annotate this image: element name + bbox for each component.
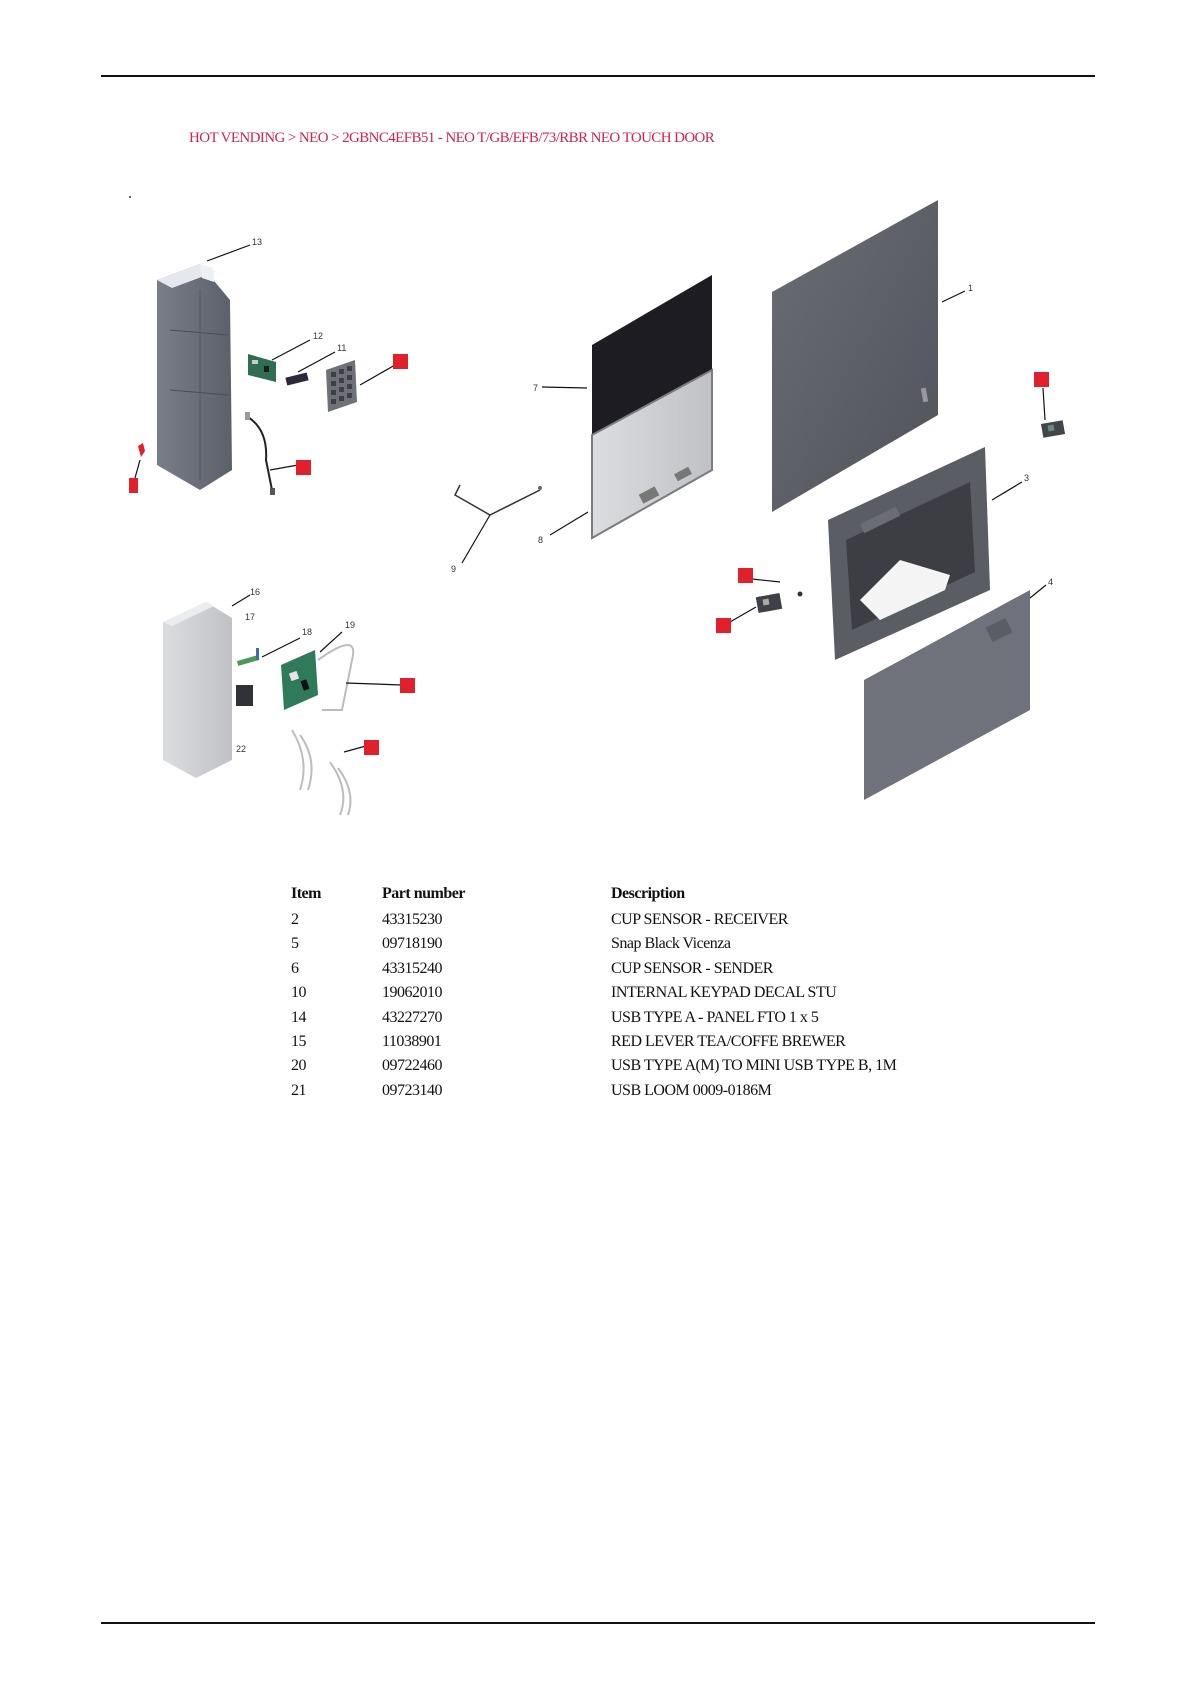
- callout-17: 17: [245, 612, 255, 622]
- part-9-wire: [454, 484, 541, 516]
- cell-description: Snap Black Vicenza: [611, 935, 731, 953]
- callout-marker: [1034, 372, 1049, 387]
- callout-19: 19: [345, 620, 355, 630]
- cell-item: 14: [291, 1008, 307, 1026]
- part-18-main-board: [281, 650, 318, 710]
- part-11-connector: [285, 372, 309, 386]
- callout-marker: [716, 618, 731, 633]
- callout-8: 8: [538, 535, 543, 545]
- part-5-snap: [797, 591, 803, 597]
- cell-description: CUP SENSOR - RECEIVER: [611, 911, 788, 928]
- part-21-usb-loom: [329, 745, 367, 816]
- cell-item: 10: [291, 984, 307, 1002]
- callout-4: 4: [1048, 577, 1053, 587]
- header-item: Item: [291, 885, 321, 902]
- cell-item: 6: [291, 959, 299, 977]
- callout-marker: [129, 478, 138, 493]
- footer-rule: [101, 1622, 1095, 1624]
- cell-item: 20: [291, 1057, 307, 1075]
- part-3-housing: [828, 447, 990, 660]
- callout-7: 7: [533, 383, 538, 393]
- cell-part-number: 11038901: [382, 1032, 442, 1050]
- part-14-usb-cable: [247, 416, 273, 491]
- callout-marker: [738, 568, 753, 583]
- cell-part-number: 09718190: [382, 935, 443, 953]
- cell-description: USB TYPE A - PANEL FTO 1 x 5: [611, 1008, 819, 1026]
- part-6-sensor-sender: [755, 593, 783, 613]
- part-8-frame: [591, 368, 713, 540]
- part-4-lower-panel: [864, 590, 1030, 800]
- cell-part-number: 19062010: [382, 984, 443, 1002]
- callout-11: 11: [337, 343, 346, 353]
- part-7-black-panel: [592, 275, 712, 440]
- part-2-cup-sensor: [1040, 420, 1066, 438]
- cell-item: 21: [291, 1081, 307, 1099]
- cell-description: INTERNAL KEYPAD DECAL STU: [611, 984, 837, 1002]
- breadcrumb: HOT VENDING > NEO > 2GBNC4EFB51 - NEO T/…: [189, 130, 715, 146]
- cell-part-number: 09723140: [382, 1081, 443, 1099]
- cell-part-number: 43315240: [382, 959, 443, 977]
- part-20-usb-cable: [291, 682, 403, 791]
- cell-part-number: 43315230: [382, 911, 443, 928]
- callout-22: 22: [236, 744, 246, 754]
- header-rule: [101, 75, 1095, 77]
- part-17-strip: [236, 655, 260, 666]
- part-12-board: [248, 354, 276, 382]
- part-22-block: [236, 685, 253, 706]
- callout-marker: [393, 354, 408, 369]
- part-13-column: [157, 264, 232, 490]
- cell-description: USB LOOM 0009-0186M: [611, 1081, 772, 1099]
- callout-marker: [400, 678, 415, 693]
- callout-18: 18: [302, 627, 312, 637]
- callout-3: 3: [1024, 473, 1029, 483]
- part-15-red-lever: [138, 443, 145, 457]
- cell-item: 15: [291, 1032, 307, 1050]
- cell-item: 2: [291, 911, 299, 928]
- cell-item: 5: [291, 935, 299, 953]
- cell-description: CUP SENSOR - SENDER: [611, 959, 773, 977]
- callout-marker: [296, 460, 311, 475]
- cell-part-number: 43227270: [382, 1008, 443, 1026]
- cell-description: RED LEVER TEA/COFFE BREWER: [611, 1032, 846, 1050]
- part-16-light-column: [163, 602, 232, 778]
- callout-9: 9: [451, 564, 456, 574]
- callout-16: 16: [250, 587, 260, 597]
- callout-1: 1: [968, 283, 973, 293]
- part-19-cable: [317, 644, 355, 711]
- header-description: Description: [611, 885, 685, 902]
- part-10-keypad: [326, 360, 357, 412]
- exploded-parts-diagram: 13 12 11 7 1 3 8 9 4 16 17 18 19 22: [129, 196, 1066, 816]
- header-part-number: Part number: [382, 885, 465, 902]
- cell-description: USB TYPE A(M) TO MINI USB TYPE B, 1M: [611, 1057, 897, 1075]
- callout-13: 13: [252, 237, 262, 247]
- part-1-door-panel: [772, 200, 938, 512]
- cell-part-number: 09722460: [382, 1057, 443, 1075]
- callout-marker: [364, 740, 379, 755]
- callout-12: 12: [313, 331, 323, 341]
